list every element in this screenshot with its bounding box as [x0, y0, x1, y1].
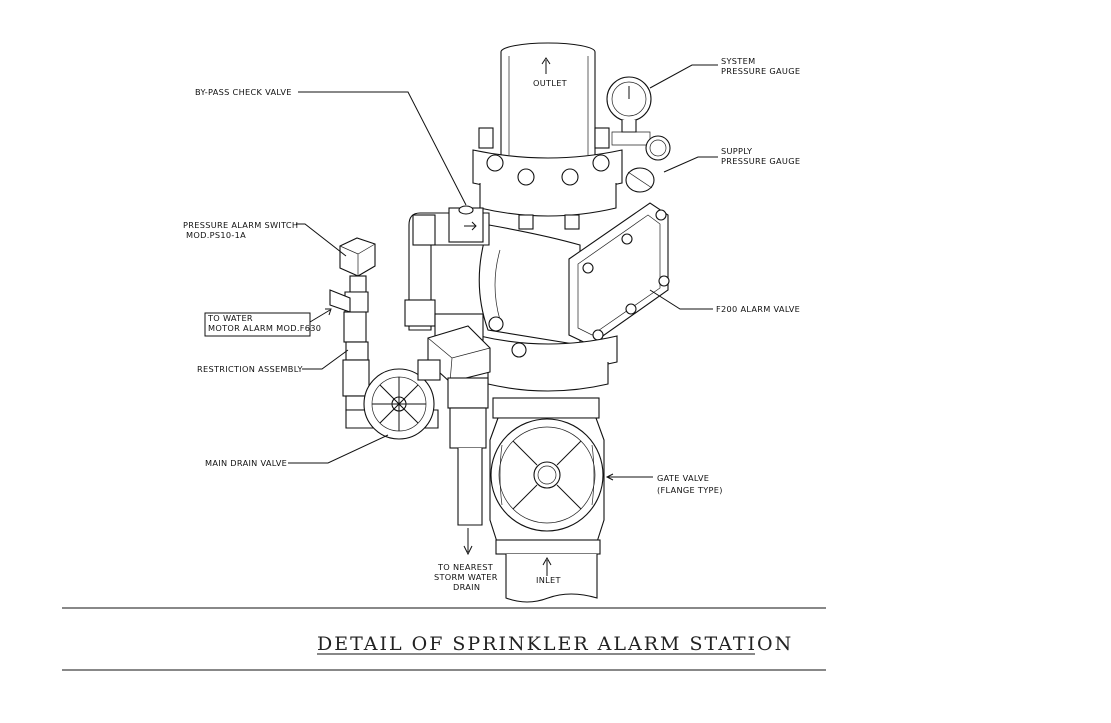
gate-valve-label: GATE VALVE — [657, 473, 709, 483]
flange-bolts — [478, 127, 610, 230]
to-water-motor-alarm-box — [204, 312, 311, 337]
restriction-assembly-label: RESTRICTION ASSEMBLY — [197, 364, 303, 374]
drain-label-1: TO NEAREST — [437, 562, 494, 572]
supply-gauge-label: SUPPLY — [721, 146, 753, 156]
motor-alarm-label: MOTOR ALARM MOD.F630 — [208, 323, 321, 333]
system-pressure-gauge — [606, 76, 652, 146]
to-water-label: TO WATER — [207, 313, 253, 323]
alarm-valve-label: F200 ALARM VALVE — [716, 304, 800, 314]
inlet-pipe: INLET — [505, 554, 598, 603]
gate-valve-type-label: (FLANGE TYPE) — [657, 485, 723, 495]
inlet-label: INLET — [536, 575, 561, 585]
top-flange — [472, 127, 623, 230]
drain-label-2: STORM WATER — [434, 572, 498, 582]
system-gauge-label-2: PRESSURE GAUGE — [721, 66, 800, 76]
pressure-alarm-switch-label: PRESSURE ALARM SWITCH — [183, 220, 298, 230]
outlet-label: OUTLET — [533, 78, 568, 88]
supply-pressure-gauge — [625, 135, 671, 193]
pressure-alarm-switch-model: MOD.PS10-1A — [186, 230, 246, 240]
alarm-valve-body — [478, 202, 670, 392]
main-drain-valve — [363, 325, 491, 440]
drawing-title: DETAIL OF SPRINKLER ALARM STATION — [317, 633, 793, 655]
drain-pipe — [447, 377, 489, 556]
gate-valve — [489, 397, 605, 555]
supply-gauge-label-2: PRESSURE GAUGE — [721, 156, 800, 166]
main-drain-valve-label: MAIN DRAIN VALVE — [205, 458, 287, 468]
title-block: DETAIL OF SPRINKLER ALARM STATION — [62, 607, 826, 671]
bypass-check-valve-label: BY-PASS CHECK VALVE — [195, 87, 292, 97]
system-gauge-label: SYSTEM — [721, 56, 755, 66]
bypass-piping — [404, 205, 490, 341]
callouts: BY-PASS CHECK VALVE PRESSURE ALARM SWITC… — [183, 56, 800, 592]
outlet-pipe: OUTLET — [500, 42, 596, 161]
pressure-alarm-switch — [329, 237, 376, 313]
drain-label-3: DRAIN — [453, 582, 480, 592]
